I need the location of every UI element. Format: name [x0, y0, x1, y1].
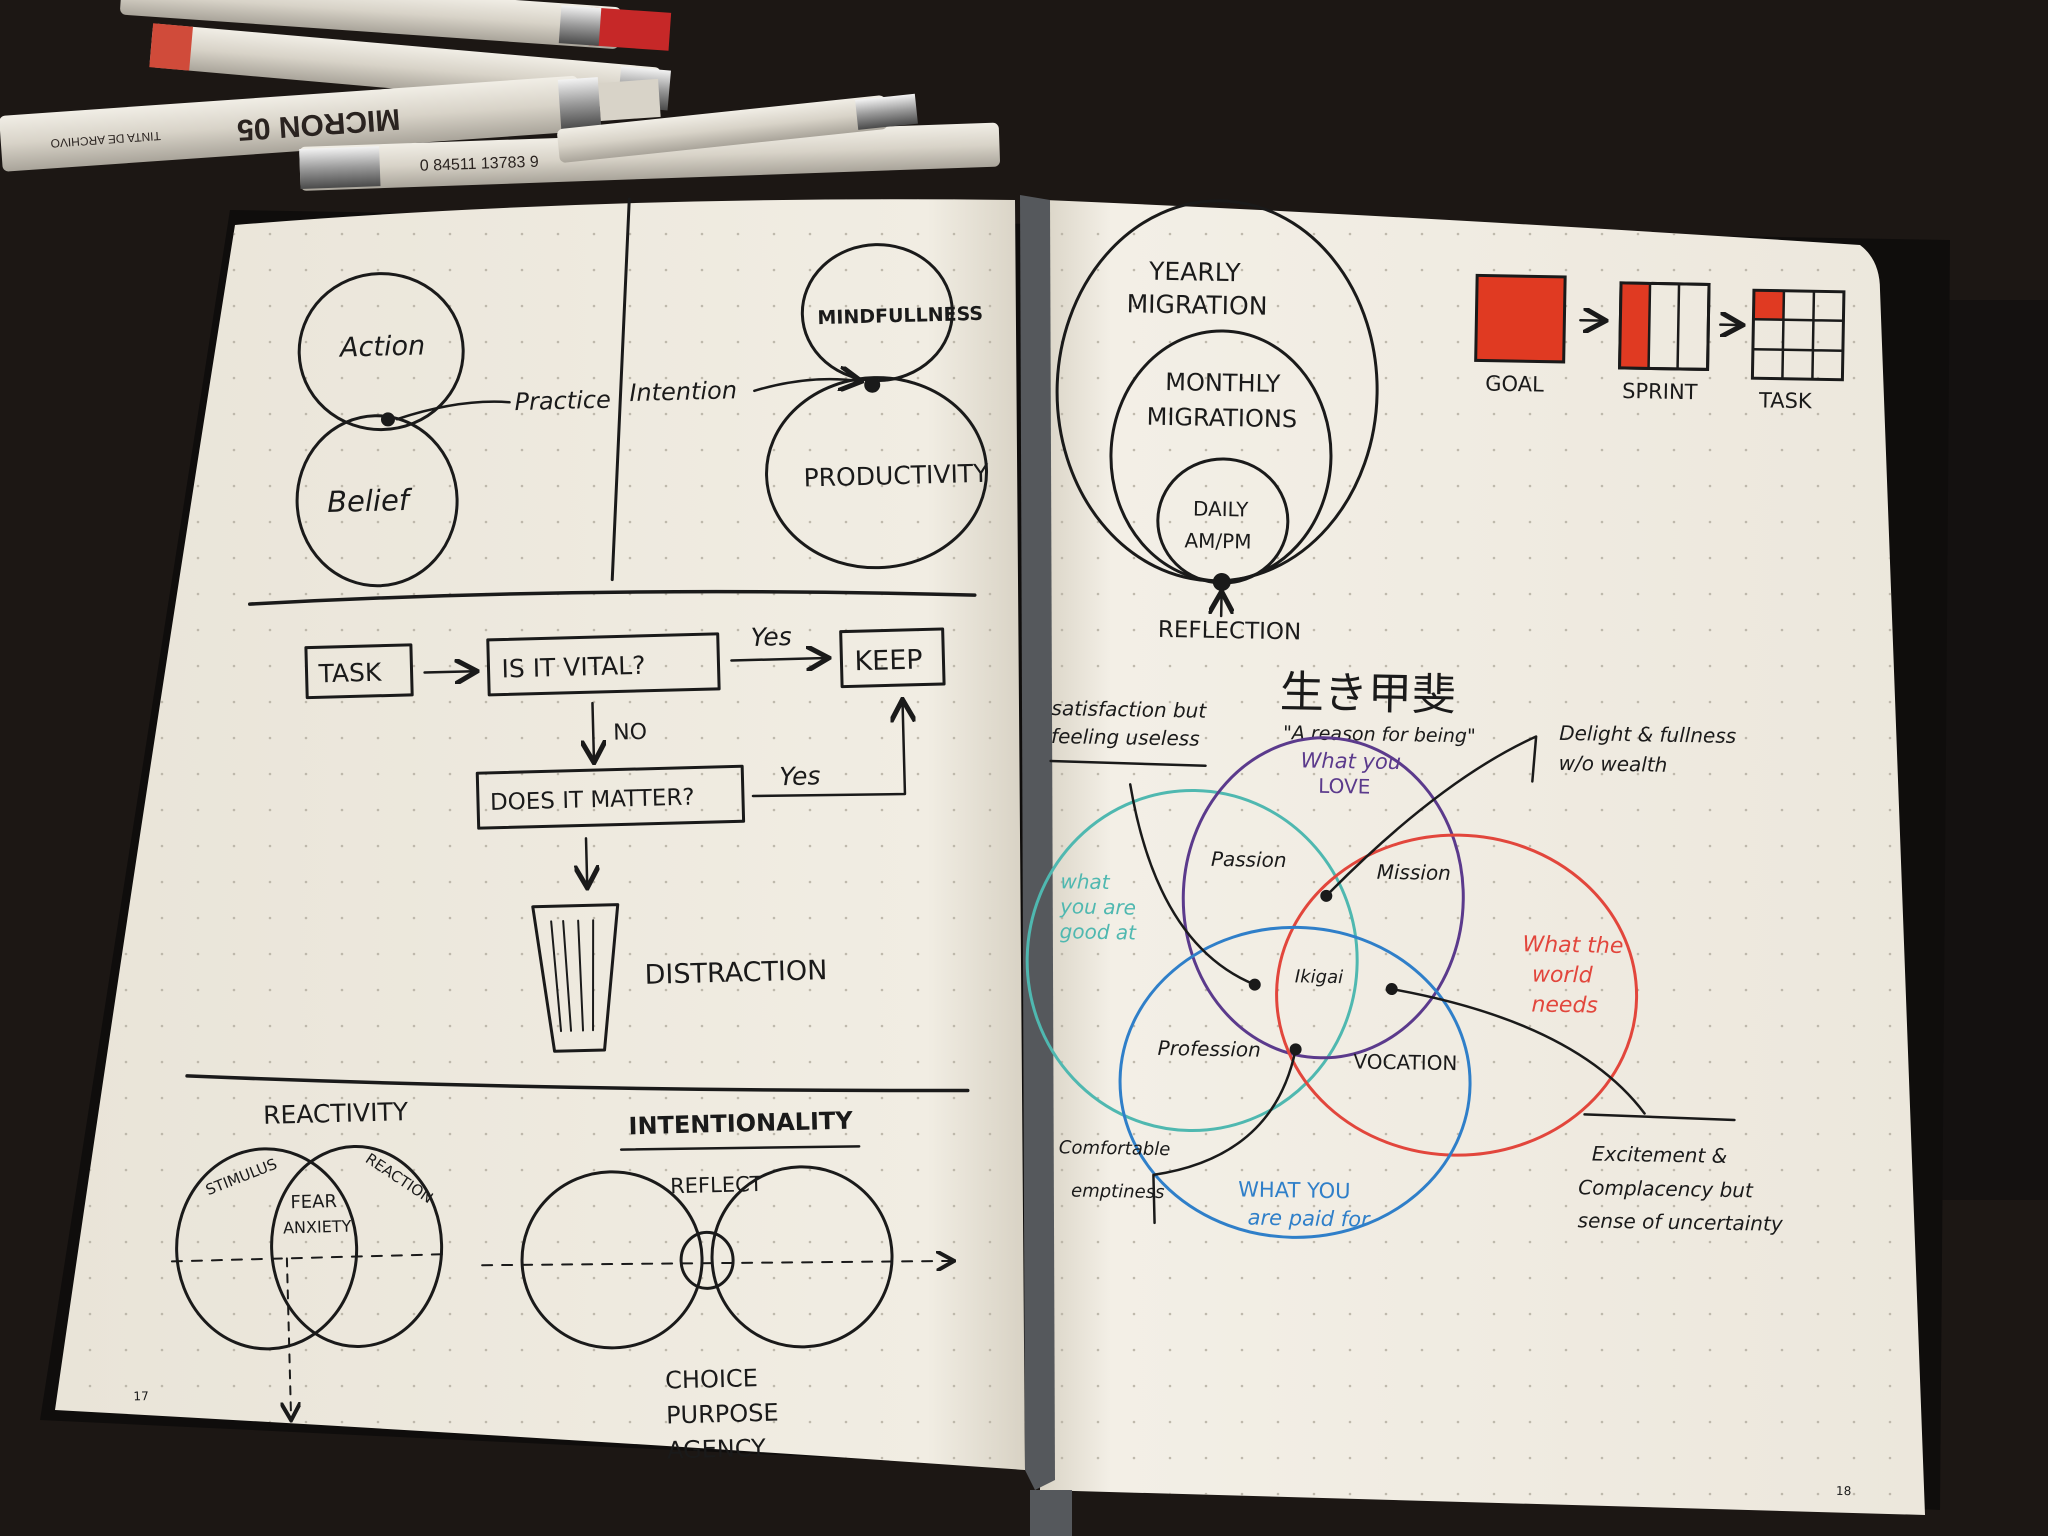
right-page-content: YEARLY MIGRATION MONTHLY MIGRATIONS DAIL… — [1025, 199, 1852, 1498]
world-needs-label-2: world — [1532, 962, 1594, 988]
reactivity-title: REACTIVITY — [263, 1097, 409, 1130]
goal-label: GOAL — [1485, 372, 1544, 397]
daily-label: DAILY — [1193, 496, 1250, 521]
good-at-label: what — [1060, 869, 1111, 894]
mindfulness-label: MINDFULLNESS — [817, 303, 983, 329]
intention-label: Intention — [629, 376, 737, 407]
profession-label: Profession — [1157, 1036, 1261, 1062]
migration-diagram: YEARLY MIGRATION MONTHLY MIGRATIONS DAIL… — [1055, 199, 1379, 645]
action-label: Action — [338, 330, 426, 363]
left-page-number: 17 — [133, 1389, 149, 1403]
ikigai-subtitle: "A reason for being" — [1283, 722, 1476, 747]
agency-label: AGENCY — [667, 1434, 767, 1465]
world-needs-label: What the — [1522, 932, 1623, 959]
pen-micron: MICRON 05 TINTA DE ARCHIVO — [0, 75, 661, 172]
belief-diagram: Action Belief Practice — [295, 272, 611, 588]
flow-yes-label-1: Yes — [750, 622, 792, 652]
circle-world — [1275, 833, 1639, 1157]
flow-keep-label: KEEP — [854, 645, 923, 678]
note-comfortable-2: emptiness — [1071, 1180, 1165, 1203]
decision-flowchart: TASK IS IT VITAL? Yes KEEP NO DOES IT MA… — [304, 622, 946, 1053]
love-label-2: LOVE — [1318, 774, 1371, 799]
sprint-label: SPRINT — [1622, 379, 1698, 404]
yearly-migration-label: MIGRATION — [1126, 289, 1267, 320]
mission-label: Mission — [1377, 860, 1452, 885]
flow-yes-label-2: Yes — [779, 761, 821, 791]
choice-label: CHOICE — [665, 1364, 758, 1394]
monthly-migrations-label: MIGRATIONS — [1146, 403, 1297, 434]
paid-for-label-2: are paid for — [1247, 1206, 1371, 1232]
flow-is-vital-label: IS IT VITAL? — [501, 651, 646, 684]
love-label: What you — [1300, 748, 1401, 774]
flow-does-matter-label: DOES IT MATTER? — [490, 785, 695, 816]
productivity-label: PRODUCTIVITY — [803, 459, 989, 493]
reflection-label: REFLECTION — [1158, 617, 1302, 645]
task-label: TASK — [1758, 388, 1813, 413]
paid-for-label: WHAT YOU — [1238, 1177, 1351, 1203]
note-satisfaction-2: feeling useless — [1051, 724, 1200, 751]
note-excitement-2: Complacency but — [1578, 1175, 1754, 1202]
circle-love — [1181, 736, 1465, 1060]
belief-label: Belief — [327, 483, 414, 519]
pen-top — [120, 0, 672, 51]
fear-label: FEAR — [290, 1191, 337, 1213]
note-delight-2: w/o wealth — [1558, 751, 1667, 777]
note-delight: Delight & fullness — [1559, 721, 1736, 748]
reflect-label: REFLECT — [670, 1172, 763, 1198]
world-needs-label-3: needs — [1531, 992, 1598, 1018]
good-at-label-2: you are — [1059, 894, 1136, 919]
note-satisfaction: satisfaction but — [1051, 696, 1207, 723]
sprint-box — [1618, 281, 1711, 371]
intentionality-diagram: INTENTIONALITY REFLECT CHOICE PURPOSE AG… — [481, 1106, 957, 1465]
task-grid — [1750, 288, 1846, 382]
note-comfortable: Comfortable — [1059, 1137, 1171, 1160]
goal-sprint-task: GOAL SPRINT TASK — [1474, 273, 1846, 413]
ikigai-center-label: Ikigai — [1295, 966, 1344, 988]
intentionality-title: INTENTIONALITY — [628, 1106, 853, 1140]
note-excitement-3: sense of uncertainty — [1577, 1208, 1784, 1236]
pen-barcode-text: 0 84511 13783 9 — [420, 154, 540, 175]
note-excitement: Excitement & — [1592, 1142, 1728, 1168]
trash-can-icon — [531, 903, 620, 1053]
circle-good-at — [1025, 789, 1359, 1133]
ribbon-bookmark — [1020, 195, 1055, 1490]
yearly-label: YEARLY — [1148, 257, 1242, 288]
pen-fifth — [557, 93, 918, 163]
pens-group: MICRON 05 TINTA DE ARCHIVO 0 84511 13783… — [0, 0, 1000, 191]
ikigai-kanji: 生き甲斐 — [1279, 667, 1456, 721]
right-page-number: 18 — [1836, 1484, 1852, 1498]
intention-diagram: Intention MINDFULLNESS PRODUCTIVITY — [629, 243, 989, 570]
flow-distraction-label: DISTRACTION — [644, 955, 828, 991]
flow-no-label: NO — [613, 720, 647, 746]
goal-box — [1474, 273, 1567, 364]
purpose-label: PURPOSE — [666, 1399, 779, 1430]
ikigai-diagram: 生き甲斐 "A reason for being" What you LOVE … — [1025, 667, 1784, 1239]
flow-task-label: TASK — [317, 658, 382, 689]
monthly-label: MONTHLY — [1165, 368, 1281, 398]
left-page-content: Action Belief Practice Intention MINDFUL… — [133, 197, 989, 1465]
practice-label: Practice — [514, 386, 611, 417]
good-at-label-3: good at — [1059, 919, 1137, 944]
vocation-label: VOCATION — [1353, 1049, 1457, 1075]
daily-ampm-label: AM/PM — [1184, 528, 1251, 553]
passion-label: Passion — [1211, 847, 1287, 872]
circle-paid — [1118, 925, 1472, 1239]
pen-fourth: 0 84511 13783 9 — [299, 122, 1000, 191]
anxiety-label: ANXIETY — [283, 1217, 352, 1238]
